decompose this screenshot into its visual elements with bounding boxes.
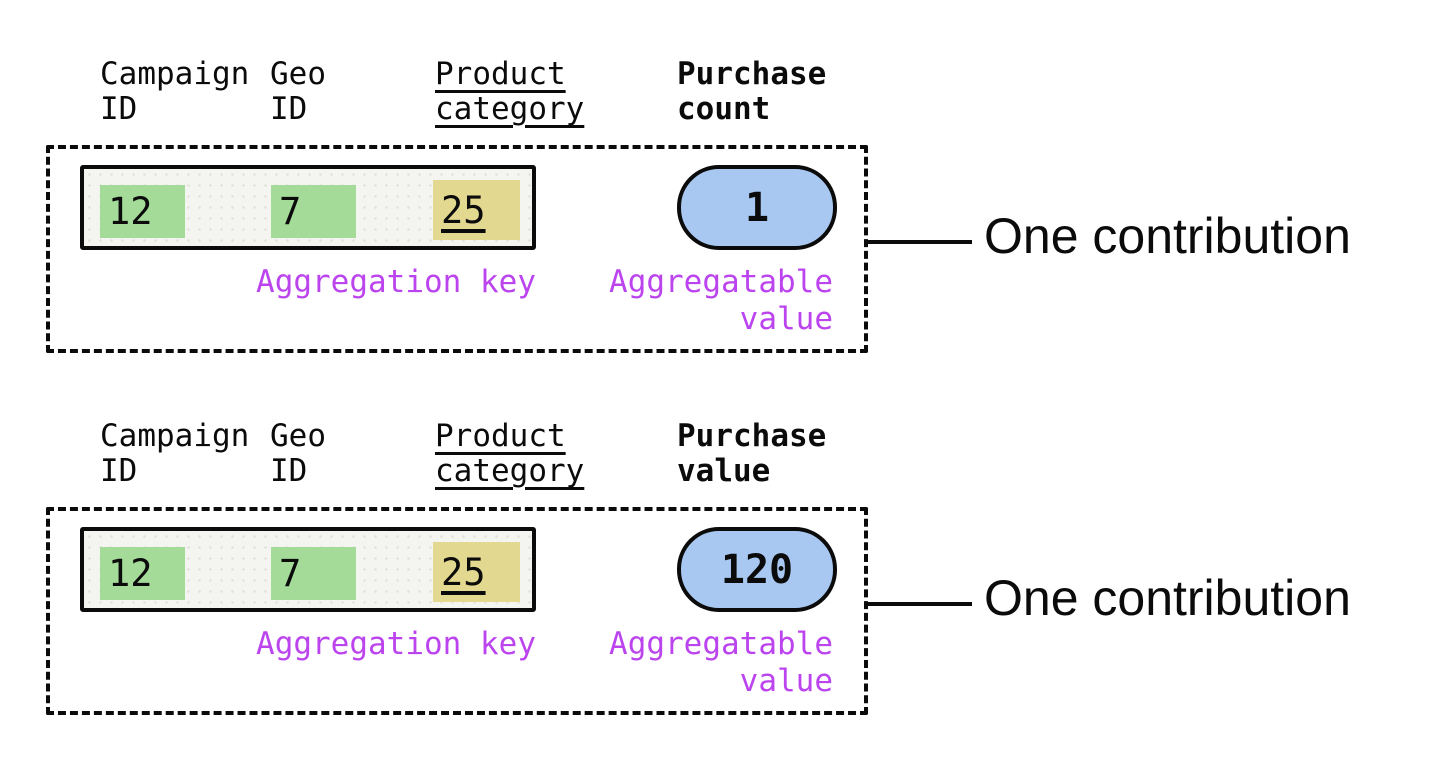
cell-value: 12 [108,552,153,595]
label-line: Aggregatable [609,626,833,662]
cell-value: 25 [441,188,486,232]
header-line: Geo [270,418,326,454]
label-line: Aggregatable [609,264,833,300]
cell-geo-id: 7 [271,547,356,600]
header-line: Product [435,56,566,92]
header-line: Purchase [677,56,827,92]
header-line: ID [270,453,308,489]
contribution-boundary [46,145,868,353]
cell-value: 7 [279,552,302,595]
header-line: count [677,91,771,127]
header-line: Product [435,418,566,454]
one-contribution-label: One contribution [984,208,1351,264]
label-line: value [739,301,833,337]
header-line: category [435,91,585,127]
header-line: ID [270,91,308,127]
aggregation-key-label: Aggregation key [256,264,536,300]
cell-value: 12 [108,190,153,233]
contribution-boundary [46,507,868,715]
header-line: category [435,453,585,489]
cell-product-category: 25 [433,542,520,602]
header-line: Geo [270,56,326,92]
header-line: ID [100,453,138,489]
cell-campaign-id: 12 [100,185,185,238]
one-contribution-label: One contribution [984,570,1351,626]
header-line: ID [100,91,138,127]
header-line: Campaign [100,56,250,92]
aggregatable-value-pill: 1 [677,165,837,250]
cell-geo-id: 7 [271,185,356,238]
connector-line [866,602,972,606]
header-line: Campaign [100,418,250,454]
aggregation-key-label: Aggregation key [256,626,536,662]
label-line: value [739,663,833,699]
header-line: value [677,453,771,489]
cell-value: 25 [441,550,486,594]
cell-product-category: 25 [433,180,520,240]
connector-line [866,240,972,244]
header-line: Purchase [677,418,827,454]
cell-value: 7 [279,190,302,233]
pill-value: 1 [744,184,770,231]
pill-value: 120 [720,546,794,593]
aggregatable-value-pill: 120 [677,527,837,612]
cell-campaign-id: 12 [100,547,185,600]
